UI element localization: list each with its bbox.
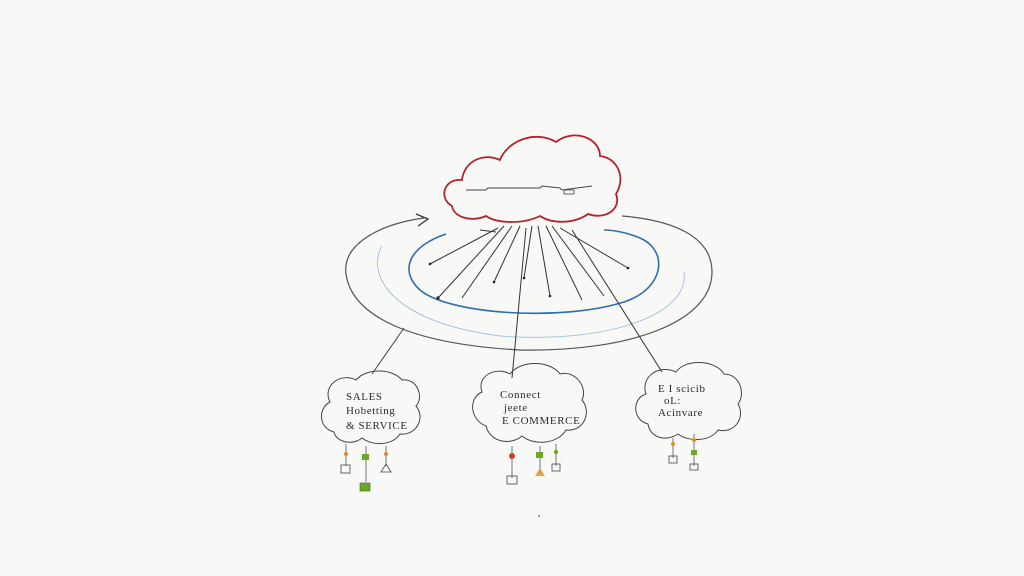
ray-line [479, 229, 497, 233]
child-cloud-line-3: Acinvare [658, 407, 703, 419]
child-cloud-line-1: SALES [346, 391, 383, 403]
ray-line [511, 227, 527, 379]
ray-line [559, 227, 629, 269]
ray-line [461, 225, 513, 299]
marker-dot-orange [671, 442, 675, 446]
marker-group [340, 444, 392, 492]
marker-leaf-green [362, 454, 369, 460]
child-cloud-line-2: Hobetting [346, 405, 395, 417]
central-cloud-scribble [466, 185, 593, 191]
central-cloud-outline [443, 134, 622, 223]
ray-line [437, 225, 505, 299]
ray-dot [428, 262, 432, 266]
child-cloud-outline [635, 362, 742, 440]
child-cloud-line-1: E I scicib [658, 383, 706, 395]
ray-dot [522, 276, 526, 280]
marker-leaf-green [691, 450, 697, 455]
faint-orbit [377, 245, 685, 338]
ray-dot [548, 294, 552, 298]
marker-group [506, 444, 561, 517]
marker-dot-red [509, 453, 515, 459]
child-cloud-right: E I scicib oL: Acinvare [635, 362, 742, 471]
outer-loop [345, 215, 713, 351]
child-cloud-line-1: Connect [500, 389, 541, 401]
marker-box [689, 463, 699, 471]
ray-dots [428, 262, 630, 300]
marker-dot-orange [692, 438, 696, 442]
marker-dot-orange [384, 452, 388, 456]
marker-box [668, 455, 678, 464]
marker-box [340, 464, 351, 474]
child-cloud-sales: SALES Hobetting & SERVICE [321, 370, 421, 492]
child-cloud-outline [321, 370, 421, 444]
marker-dot-green [553, 449, 559, 455]
ray-line [523, 225, 533, 279]
marker-dot-orange [344, 452, 348, 456]
connector-left [371, 327, 405, 375]
ray-line [429, 227, 499, 265]
child-cloud-line-3: E COMMERCE [502, 415, 580, 427]
marker-speck [538, 515, 540, 517]
ray-line [537, 225, 551, 297]
outer-loop-arrowhead [415, 213, 430, 227]
ray-dot [492, 280, 496, 284]
marker-cone [380, 463, 392, 473]
marker-box [551, 463, 561, 472]
ray-line [551, 225, 605, 297]
ray-line [571, 229, 663, 373]
ray-lines [429, 225, 663, 379]
marker-block-green [359, 482, 371, 492]
marker-group [668, 434, 699, 471]
child-cloud-outline [472, 363, 587, 443]
inner-orbit [408, 229, 660, 315]
child-cloud-line-2: jeete [503, 402, 528, 414]
ray-line [493, 225, 521, 283]
child-cloud-line-2: oL: [664, 395, 681, 407]
ray-dot [626, 266, 630, 270]
central-cloud [443, 134, 622, 223]
marker-leaf-green [536, 452, 543, 458]
marker-cone-orange [535, 468, 545, 476]
central-cloud-box [563, 189, 575, 195]
ray-dot [436, 296, 440, 300]
child-cloud-line-3: & SERVICE [346, 420, 408, 432]
child-cloud-commerce: Connect jeete E COMMERCE [472, 363, 587, 517]
ray-line [545, 225, 583, 301]
marker-box [506, 475, 518, 485]
